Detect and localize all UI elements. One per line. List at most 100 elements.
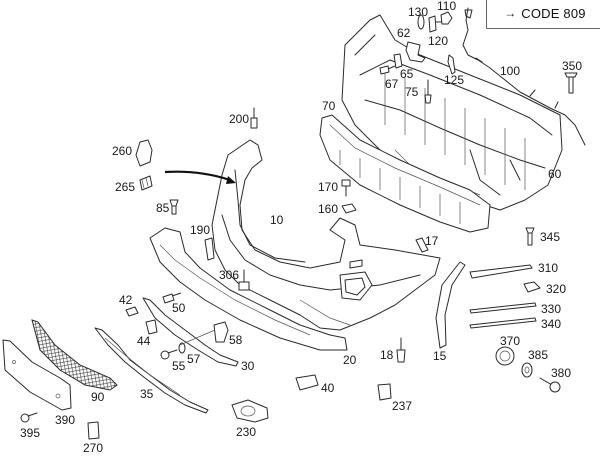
label-17: 17 xyxy=(425,234,439,248)
label-237: 237 xyxy=(392,399,412,413)
label-90: 90 xyxy=(91,390,105,404)
label-20: 20 xyxy=(343,353,357,367)
part-15-side-trim-strip[interactable] xyxy=(435,261,466,349)
part-110-holder[interactable] xyxy=(440,11,453,25)
part-55-screw[interactable] xyxy=(160,349,178,360)
part-190-cap[interactable] xyxy=(204,237,215,261)
part-70-energy-absorber[interactable] xyxy=(319,114,491,233)
label-190: 190 xyxy=(190,223,210,237)
part-42-plug[interactable] xyxy=(125,306,139,317)
part-44-clip-nut[interactable] xyxy=(145,319,158,335)
label-10: 10 xyxy=(270,213,284,227)
label-15: 15 xyxy=(433,349,447,363)
part-90-mesh-grille[interactable] xyxy=(31,319,118,391)
part-310-trim-strip[interactable] xyxy=(469,264,533,279)
part-50-screw[interactable] xyxy=(162,292,182,304)
label-18: 18 xyxy=(380,348,394,362)
label-75: 75 xyxy=(405,85,419,99)
label-57: 57 xyxy=(187,352,201,366)
label-125: 125 xyxy=(444,73,464,87)
part-130-seal[interactable] xyxy=(417,14,425,30)
code-809-legend: → CODE 809 xyxy=(486,0,600,29)
label-130: 130 xyxy=(408,5,428,19)
part-58-bracket[interactable] xyxy=(213,321,229,343)
label-260: 260 xyxy=(112,144,132,158)
part-260-bracket[interactable] xyxy=(135,139,153,167)
label-120: 120 xyxy=(428,34,448,48)
label-85: 85 xyxy=(156,201,170,215)
part-18-rivet[interactable] xyxy=(396,337,406,363)
part-40-clip[interactable] xyxy=(295,374,319,391)
label-340: 340 xyxy=(541,317,561,331)
code-809-arrow xyxy=(164,170,236,184)
part-385-washer[interactable] xyxy=(521,362,533,378)
part-350-screw[interactable] xyxy=(564,72,578,94)
part-330-trim-strip[interactable] xyxy=(469,302,537,314)
label-230: 230 xyxy=(236,425,256,439)
part-100-wiring-harness[interactable] xyxy=(462,7,586,146)
part-35-grille-trim-frame[interactable] xyxy=(94,327,209,414)
label-35: 35 xyxy=(140,387,154,401)
part-340-trim-strip[interactable] xyxy=(469,317,537,329)
label-67: 67 xyxy=(385,77,399,91)
label-42: 42 xyxy=(119,293,133,307)
part-75-pin[interactable] xyxy=(424,79,432,104)
part-395-screw[interactable] xyxy=(20,412,38,423)
part-237-clip[interactable] xyxy=(377,383,392,401)
label-200: 200 xyxy=(229,112,249,126)
part-200-pin[interactable] xyxy=(250,107,258,129)
label-350: 350 xyxy=(562,59,582,73)
label-330: 330 xyxy=(541,302,561,316)
part-265-spring[interactable] xyxy=(139,175,153,191)
label-40: 40 xyxy=(321,381,335,395)
label-30: 30 xyxy=(241,359,255,373)
label-270: 270 xyxy=(83,441,103,455)
label-380: 380 xyxy=(551,366,571,380)
part-270-clip[interactable] xyxy=(87,421,100,440)
label-55: 55 xyxy=(172,359,186,373)
part-85-screw[interactable] xyxy=(169,199,179,215)
label-370: 370 xyxy=(500,334,520,348)
label-170: 170 xyxy=(318,180,338,194)
part-17-bolt[interactable] xyxy=(415,237,429,253)
part-230-fog-light-bezel[interactable] xyxy=(231,399,269,423)
label-62: 62 xyxy=(397,26,411,40)
part-120-clip[interactable] xyxy=(428,15,442,33)
label-306: 306 xyxy=(219,268,239,282)
part-20-lower-spoiler-lip[interactable] xyxy=(149,227,348,351)
part-65-clip[interactable] xyxy=(393,53,403,69)
code-label: CODE 809 xyxy=(521,5,586,21)
part-125-cover[interactable] xyxy=(447,54,456,75)
part-160-nut[interactable] xyxy=(341,203,357,214)
label-100: 100 xyxy=(500,64,520,78)
part-370-sensor-holder[interactable] xyxy=(495,346,515,366)
part-170-bolt[interactable] xyxy=(341,179,351,197)
part-62-bracket[interactable] xyxy=(405,41,426,63)
part-345-screw[interactable] xyxy=(525,227,535,246)
label-310: 310 xyxy=(538,261,558,275)
part-30-lower-trim-strip[interactable] xyxy=(142,297,239,367)
label-110: 110 xyxy=(437,0,456,13)
part-10-bumper-cover[interactable] xyxy=(211,139,441,331)
label-65: 65 xyxy=(400,67,414,81)
label-320: 320 xyxy=(546,282,566,296)
part-57-washer[interactable] xyxy=(178,342,186,354)
leader-lines xyxy=(179,329,216,346)
part-306-bolt[interactable] xyxy=(238,269,250,291)
part-320-clip[interactable] xyxy=(523,281,541,293)
label-385: 385 xyxy=(528,348,548,362)
label-265: 265 xyxy=(115,180,135,194)
part-390-license-plate-bracket[interactable] xyxy=(2,339,72,411)
part-labels: 10 15 17 18 20 30 35 40 42 44 50 55 57 5… xyxy=(20,0,582,455)
label-395: 395 xyxy=(20,426,40,440)
label-345: 345 xyxy=(540,230,560,244)
label-60: 60 xyxy=(548,167,562,181)
part-380-bolt[interactable] xyxy=(539,377,561,393)
right-arrow-icon: → xyxy=(504,6,517,20)
label-58: 58 xyxy=(229,333,243,347)
label-390: 390 xyxy=(55,413,75,427)
part-67-screw[interactable] xyxy=(379,65,396,75)
label-44: 44 xyxy=(137,334,151,348)
